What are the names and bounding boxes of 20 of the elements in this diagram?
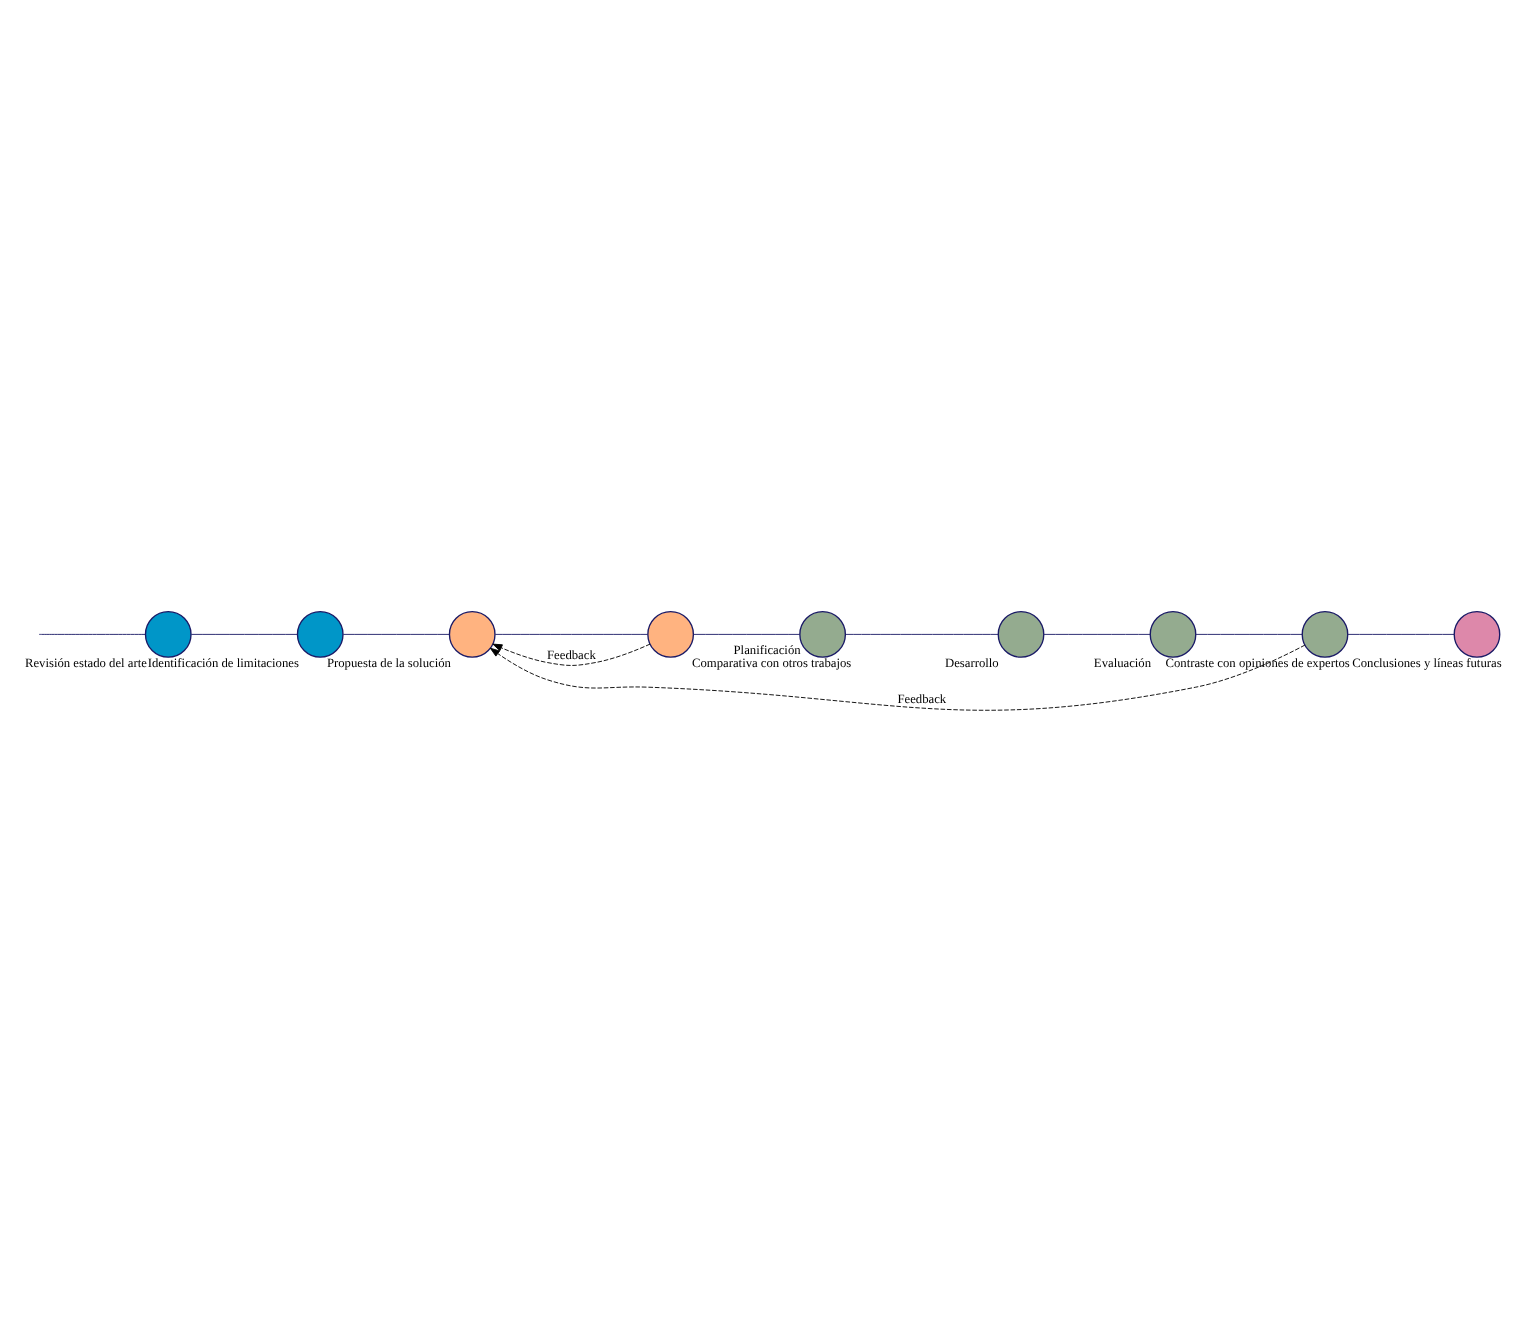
- connector: [1195, 633, 1303, 635]
- connector: [845, 633, 999, 635]
- node-circle: [144, 610, 192, 658]
- node-circle: [1149, 610, 1197, 658]
- connector: [693, 633, 801, 635]
- node-circle: [448, 610, 496, 658]
- node-circle: [799, 610, 847, 658]
- node-circle: [647, 610, 695, 658]
- connector: [342, 633, 450, 635]
- node-circle: [1453, 610, 1501, 658]
- node-circle: [997, 610, 1045, 658]
- connector: [38, 633, 146, 635]
- connector: [190, 633, 298, 635]
- node-circle: [296, 610, 344, 658]
- connector: [1043, 633, 1151, 635]
- connector: [1347, 633, 1455, 635]
- arrow: [492, 643, 651, 666]
- arrow: [489, 644, 1306, 711]
- node-circle: [1301, 610, 1349, 658]
- connector: [494, 633, 649, 635]
